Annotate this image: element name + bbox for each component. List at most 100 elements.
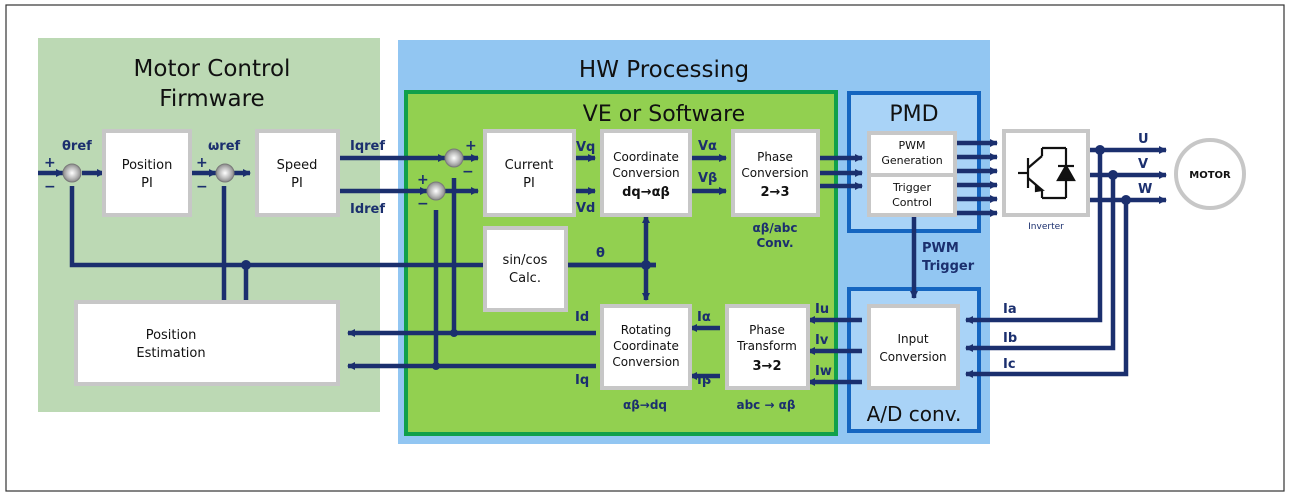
rot-coord-label: Coordinate	[613, 339, 679, 353]
position-pi-sublabel: PI	[141, 176, 153, 191]
ic-label: Ic	[1003, 357, 1016, 372]
blocks	[74, 129, 1246, 390]
summing-junctions	[62, 148, 464, 201]
phase-conversion-block	[731, 129, 820, 217]
minus-sign: −	[196, 179, 208, 195]
block-captions: αβ/abc Conv. αβ→dq abc → αβ	[623, 221, 798, 412]
theta-ref-label: θref	[62, 139, 92, 154]
coordinate-conversion-block	[600, 129, 692, 217]
rot-coord-label: Rotating	[621, 323, 671, 337]
coord-conv-label: Coordinate	[613, 150, 679, 164]
rotating-coordinate-block	[600, 304, 692, 390]
phase-tf-label: Transform	[736, 339, 797, 353]
phase-tf-caption: abc → αβ	[736, 398, 795, 412]
speed-pi-label: Speed	[277, 158, 318, 173]
inverter-block	[1002, 129, 1090, 217]
pwm-trigger-label: Trigger	[922, 259, 975, 274]
v-beta-label: Vβ	[698, 171, 717, 186]
sum-iq	[444, 148, 464, 168]
minus-sign: −	[417, 196, 429, 212]
v-label: V	[1138, 157, 1148, 172]
motor-label: MOTOR	[1189, 170, 1231, 181]
input-conversion-block	[867, 304, 960, 390]
phase-conv-label: Phase	[757, 150, 793, 164]
iv-label: Iv	[815, 333, 829, 348]
signal-labels: θref ωref Iqref Idref Vq Vd Vα Vβ θ PWM …	[62, 132, 1152, 388]
position-est-label: Position	[146, 328, 197, 343]
i-beta-label: Iβ	[697, 373, 711, 388]
sincos-label: sin/cos	[503, 253, 548, 268]
firmware-title-line1: Motor Control	[134, 56, 291, 82]
phase-conv-caption: Conv.	[757, 236, 794, 250]
block-labels: Position PI Speed PI Current PI Coordina…	[122, 139, 1231, 374]
pwm-trigger-label: PWM	[922, 241, 959, 256]
sign-labels: + − + − + − + −	[44, 138, 477, 212]
junction-dots	[241, 145, 1131, 370]
input-conv-label: Input	[897, 332, 928, 346]
vd-label: Vd	[576, 201, 595, 216]
u-label: U	[1138, 132, 1149, 147]
phase-conv-label: Conversion	[741, 166, 808, 180]
speed-pi-sublabel: PI	[291, 176, 303, 191]
plus-sign: +	[44, 155, 56, 171]
i-alpha-label: Iα	[697, 310, 711, 325]
position-est-label: Estimation	[136, 346, 205, 361]
hw-title: HW Processing	[579, 57, 749, 83]
sum-speed	[215, 163, 235, 183]
phase-tf-label: Phase	[749, 323, 785, 337]
v-alpha-label: Vα	[698, 139, 717, 154]
pwm-gen-label: Generation	[881, 154, 942, 167]
id-ref-label: Idref	[350, 202, 385, 217]
trigger-label: Trigger	[892, 181, 931, 194]
phase-conv-caption: αβ/abc	[752, 221, 797, 235]
plus-sign: +	[465, 138, 477, 154]
vq-label: Vq	[576, 140, 595, 155]
plus-sign: +	[417, 172, 429, 188]
id-label: Id	[575, 310, 589, 325]
phase-transform-block	[725, 304, 810, 390]
position-pi-label: Position	[122, 158, 173, 173]
motor-circle	[1174, 138, 1246, 210]
rot-coord-label: Conversion	[612, 355, 679, 369]
plus-sign: +	[196, 155, 208, 171]
iq-ref-label: Iqref	[350, 139, 385, 154]
sincos-sublabel: Calc.	[509, 271, 541, 286]
trigger-control-block	[867, 173, 957, 217]
pmd-title: PMD	[889, 102, 938, 127]
w-label: W	[1138, 182, 1152, 197]
sum-position	[62, 163, 82, 183]
rot-coord-caption: αβ→dq	[623, 398, 667, 412]
iu-label: Iu	[815, 302, 829, 317]
minus-sign: −	[44, 179, 56, 195]
igbt-symbol-icon	[1018, 146, 1076, 200]
sincos-calc-block	[483, 226, 568, 312]
theta-label: θ	[596, 246, 605, 261]
pwm-generation-block	[867, 131, 957, 177]
omega-ref-label: ωref	[208, 139, 241, 154]
sum-id	[426, 181, 446, 201]
ib-label: Ib	[1003, 331, 1017, 346]
pwm-gen-label: PWM	[898, 139, 925, 152]
position-pi-block	[102, 129, 192, 217]
adc-title: A/D conv.	[867, 402, 962, 426]
trigger-label: Control	[892, 196, 932, 209]
inverter-label: Inverter	[1028, 222, 1064, 232]
phase-conv-formula: 2→3	[761, 185, 790, 200]
firmware-title-line2: Firmware	[159, 86, 264, 112]
current-pi-sublabel: PI	[523, 176, 535, 191]
input-conv-label: Conversion	[879, 350, 946, 364]
iq-label: Iq	[575, 373, 589, 388]
iw-label: Iw	[815, 364, 832, 379]
speed-pi-block	[255, 129, 340, 217]
ve-title: VE or Software	[583, 102, 745, 127]
current-pi-label: Current	[505, 158, 554, 173]
phase-tf-formula: 3→2	[753, 359, 782, 374]
current-pi-block	[483, 129, 576, 217]
coord-conv-label: Conversion	[612, 166, 679, 180]
ia-label: Ia	[1003, 302, 1017, 317]
coord-conv-formula: dq→αβ	[622, 185, 670, 200]
minus-sign: −	[462, 164, 474, 180]
position-estimation-block	[74, 300, 340, 386]
